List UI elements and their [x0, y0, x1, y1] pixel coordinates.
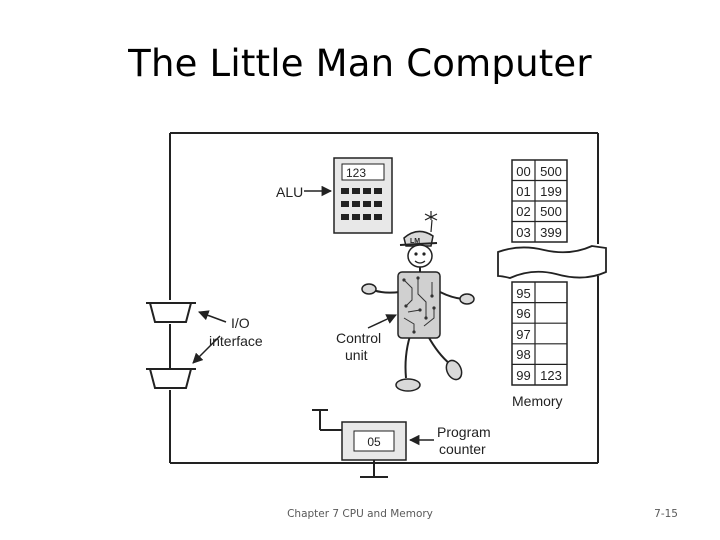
io-label-line1: I/O	[231, 315, 250, 331]
memory-grid	[511, 159, 568, 386]
program-counter	[312, 409, 407, 478]
program-counter-value: 05	[367, 435, 381, 449]
memory-address: 02	[516, 204, 530, 219]
memory-value: 199	[540, 184, 562, 199]
alu-display-value: 123	[346, 166, 366, 180]
memory-top-cells: 00 500 01 199 02 500 03 399	[516, 164, 562, 240]
memory-value: 399	[540, 225, 562, 240]
footer-slide-number: 7-15	[654, 508, 678, 520]
memory-break	[497, 245, 607, 279]
program-counter-label-line1: Program	[437, 424, 491, 440]
memory-address: 96	[516, 306, 530, 321]
memory-address: 97	[516, 327, 530, 342]
footer-chapter: Chapter 7 CPU and Memory	[287, 508, 433, 520]
in-basket	[146, 302, 196, 323]
memory-address: 98	[516, 347, 530, 362]
memory-address: 03	[516, 225, 530, 240]
out-basket	[146, 368, 196, 389]
control-arrow	[367, 314, 397, 329]
hat-badge: LM	[410, 238, 420, 245]
memory-address: 01	[516, 184, 530, 199]
io-arrows	[192, 310, 227, 364]
control-label-line1: Control	[336, 330, 381, 346]
alu-label: ALU	[276, 184, 303, 200]
memory-label: Memory	[512, 393, 563, 409]
memory-address: 99	[516, 368, 530, 383]
control-label-line2: unit	[345, 347, 368, 363]
computer-frame	[169, 132, 599, 464]
program-counter-label-line2: counter	[439, 441, 486, 457]
slide-title: The Little Man Computer	[128, 42, 592, 85]
memory-value: 500	[540, 204, 562, 219]
little-man-figure	[361, 211, 475, 392]
alu-calculator	[333, 157, 393, 234]
memory-address: 95	[516, 286, 530, 301]
memory-value: 123	[540, 368, 562, 383]
memory-address: 00	[516, 164, 530, 179]
memory-bottom-cells: 95 96 97 98 99 123	[516, 286, 562, 383]
memory-value: 500	[540, 164, 562, 179]
io-label-line2: interface	[209, 333, 263, 349]
